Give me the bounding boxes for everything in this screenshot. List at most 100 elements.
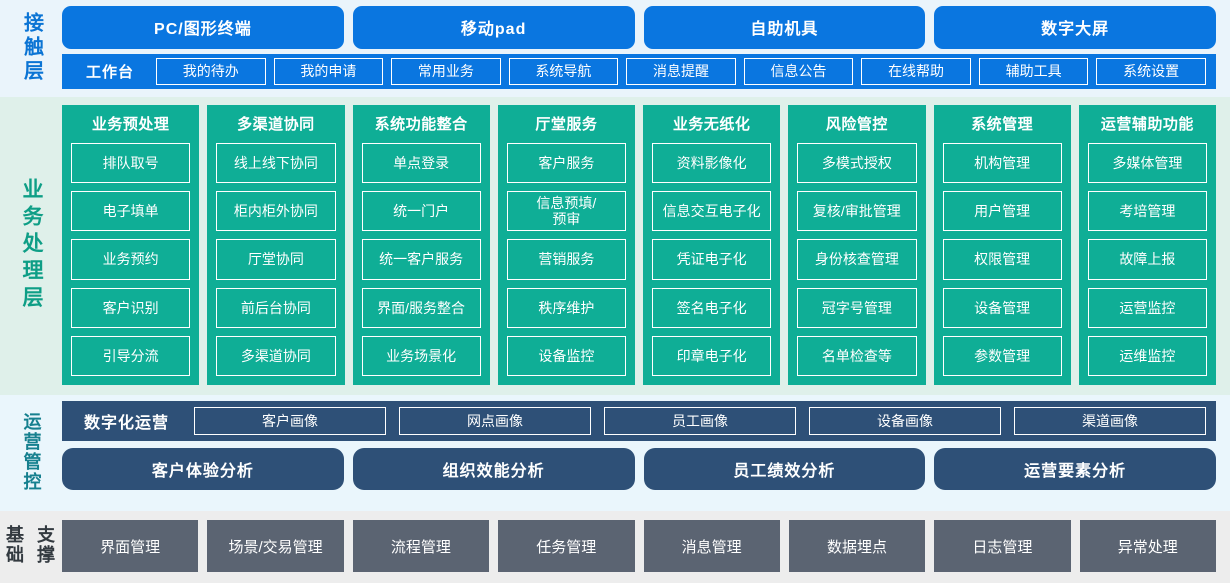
business-item-in-out-counter-collab[interactable]: 柜内柜外协同: [216, 191, 336, 232]
analysis-card-operation-factors[interactable]: 运营要素分析: [934, 448, 1216, 490]
layer-foundation-label-line1: 基础: [6, 525, 25, 565]
business-item-signature-digital[interactable]: 签名电子化: [652, 287, 772, 328]
foundation-item-ui-management-label: 界面管理: [100, 538, 161, 556]
foundation-item-data-tracking[interactable]: 数据埋点: [788, 520, 926, 572]
channel-card-mobile-pad[interactable]: 移动pad: [352, 6, 635, 49]
channel-card-pc[interactable]: PC/图形终端: [62, 6, 344, 49]
business-column-risk-control-title: 风险管控: [825, 116, 888, 133]
profile-chip-employee[interactable]: 员工画像: [604, 407, 797, 435]
business-item-unified-portal[interactable]: 统一门户: [361, 191, 481, 232]
business-item-e-form[interactable]: 电子填单: [71, 191, 191, 232]
business-item-queue-ticket[interactable]: 排队取号: [71, 143, 191, 184]
foundation-item-log-management[interactable]: 日志管理: [934, 520, 1071, 572]
layer-operations-label: 运营管控: [0, 401, 62, 503]
business-item-customer-service[interactable]: 客户服务: [506, 143, 626, 184]
workbench-item-my-todo[interactable]: 我的待办: [156, 57, 266, 85]
profile-chip-device-label: 设备画像: [877, 413, 934, 429]
profile-chip-branch-label: 网点画像: [467, 413, 524, 429]
foundation-item-exception-handling[interactable]: 异常处理: [1079, 520, 1216, 572]
business-item-operation-monitor[interactable]: 运营监控: [1087, 287, 1207, 328]
digital-operations-strip: 数字化运营 客户画像 网点画像 员工画像 设备画像 渠道画像: [62, 401, 1216, 441]
business-item-serial-number-mgmt[interactable]: 冠字号管理: [797, 287, 917, 328]
business-item-multimode-authorization[interactable]: 多模式授权: [797, 143, 917, 184]
business-item-user-management[interactable]: 用户管理: [942, 191, 1062, 232]
analysis-card-employee-performance[interactable]: 员工绩效分析: [643, 448, 926, 490]
profile-chip-customer[interactable]: 客户画像: [194, 407, 387, 435]
business-item-voucher-digital[interactable]: 凭证电子化: [652, 239, 772, 280]
business-item-customer-identify[interactable]: 客户识别: [71, 287, 191, 328]
workbench-item-announcement-label: 信息公告: [770, 63, 827, 80]
analysis-card-org-efficiency[interactable]: 组织效能分析: [352, 448, 635, 490]
business-item-order-maintenance[interactable]: 秩序维护: [506, 287, 626, 328]
foundation-item-scenario-transaction[interactable]: 场景/交易管理: [207, 520, 344, 572]
layer-business: 业务处理层 业务预处理 排队取号 电子填单 业务预约 客户识别 引导分流 多渠道…: [0, 97, 1230, 395]
foundation-item-ui-management[interactable]: 界面管理: [62, 520, 199, 572]
workbench-item-system-settings[interactable]: 系统设置: [1096, 57, 1206, 85]
business-item-multichannel-collab[interactable]: 多渠道协同: [216, 335, 336, 377]
business-column-operation-support-items: 多媒体管理 考培管理 故障上报 运营监控 运维监控: [1087, 143, 1207, 377]
business-item-seal-digital[interactable]: 印章电子化: [652, 335, 772, 377]
business-column-multichannel: 多渠道协同 线上线下协同 柜内柜外协同 厅堂协同 前后台协同 多渠道协同: [207, 105, 345, 385]
business-item-marketing-service[interactable]: 营销服务: [506, 239, 626, 280]
foundation-item-process-management[interactable]: 流程管理: [352, 520, 490, 572]
business-item-single-sign-on[interactable]: 单点登录: [361, 143, 481, 184]
business-item-review-approval[interactable]: 复核/审批管理: [797, 191, 917, 232]
business-column-operation-support-title: 运营辅助功能: [1100, 116, 1194, 133]
foundation-item-exception-handling-label: 异常处理: [1117, 538, 1178, 556]
profile-chip-branch[interactable]: 网点画像: [399, 407, 592, 435]
business-item-org-management[interactable]: 机构管理: [942, 143, 1062, 184]
business-column-system-integration-items: 单点登录 统一门户 统一客户服务 界面/服务整合 业务场景化: [361, 143, 481, 377]
business-item-front-back-collab[interactable]: 前后台协同: [216, 287, 336, 328]
business-item-appointment[interactable]: 业务预约: [71, 239, 191, 280]
business-item-multimedia-management[interactable]: 多媒体管理: [1087, 143, 1207, 184]
business-item-watchlist-check[interactable]: 名单检查等: [797, 335, 917, 377]
business-column-lobby-service-title: 厅堂服务: [535, 116, 598, 133]
workbench-item-system-nav[interactable]: 系统导航: [508, 57, 619, 85]
business-item-document-imaging[interactable]: 资料影像化: [652, 143, 772, 184]
workbench-item-aux-tools-label: 辅助工具: [1005, 63, 1062, 80]
foundation-item-scenario-transaction-label: 场景/交易管理: [228, 538, 323, 556]
foundation-item-message-management[interactable]: 消息管理: [643, 520, 780, 572]
business-item-guide-diversion[interactable]: 引导分流: [71, 335, 191, 377]
business-item-training-management[interactable]: 考培管理: [1087, 191, 1207, 232]
profile-chip-channel-label: 渠道画像: [1082, 413, 1139, 429]
business-item-maintenance-monitor[interactable]: 运维监控: [1087, 335, 1207, 377]
workbench-title: 工作台: [86, 63, 135, 81]
business-item-device-monitor[interactable]: 设备监控: [506, 335, 626, 377]
business-column-pre-processing: 业务预处理 排队取号 电子填单 业务预约 客户识别 引导分流: [62, 105, 200, 385]
business-item-ui-service-integration[interactable]: 界面/服务整合: [361, 287, 481, 328]
business-item-online-offline-collab[interactable]: 线上线下协同: [216, 143, 336, 184]
business-item-unified-customer-service[interactable]: 统一客户服务: [361, 239, 481, 280]
workbench-item-online-help-label: 在线帮助: [888, 63, 945, 80]
business-item-lobby-collab[interactable]: 厅堂协同: [216, 239, 336, 280]
business-item-permission-management[interactable]: 权限管理: [942, 239, 1062, 280]
analysis-card-customer-experience[interactable]: 客户体验分析: [62, 448, 344, 490]
workbench-item-system-nav-label: 系统导航: [535, 63, 592, 80]
business-item-parameter-management[interactable]: 参数管理: [942, 335, 1062, 377]
layer-foundation-label-line2: 支撑: [37, 525, 56, 565]
business-item-business-scenario[interactable]: 业务场景化: [361, 335, 481, 377]
workbench-item-announcement[interactable]: 信息公告: [743, 57, 854, 85]
business-column-paperless-items: 资料影像化 信息交互电子化 凭证电子化 签名电子化 印章电子化: [652, 143, 772, 377]
layer-business-label-text: 业务处理层: [20, 177, 44, 313]
layer-operations-label-text: 运营管控: [21, 412, 42, 492]
channel-card-self-service[interactable]: 自助机具: [643, 6, 926, 49]
profile-chip-channel[interactable]: 渠道画像: [1014, 407, 1207, 435]
business-item-device-management[interactable]: 设备管理: [942, 287, 1062, 328]
foundation-item-task-management[interactable]: 任务管理: [498, 520, 635, 572]
workbench-item-common-business[interactable]: 常用业务: [391, 57, 501, 85]
layer-business-label: 业务处理层: [0, 105, 62, 385]
business-item-identity-verification[interactable]: 身份核查管理: [797, 239, 917, 280]
analysis-card-customer-experience-label: 客户体验分析: [151, 463, 254, 480]
layer-foundation: 基础 支撑 界面管理 场景/交易管理 流程管理 任务管理 消息管理: [0, 511, 1230, 583]
channel-card-digital-screen[interactable]: 数字大屏: [934, 6, 1216, 49]
profile-chip-device[interactable]: 设备画像: [809, 407, 1002, 435]
channel-card-mobile-pad-label: 移动pad: [460, 21, 527, 39]
workbench-item-my-application[interactable]: 我的申请: [273, 57, 384, 85]
business-item-info-exchange-digital[interactable]: 信息交互电子化: [652, 191, 772, 232]
business-item-info-prefill-prereview[interactable]: 信息预填/ 预审: [506, 191, 626, 232]
workbench-item-aux-tools[interactable]: 辅助工具: [978, 57, 1089, 85]
business-item-fault-reporting[interactable]: 故障上报: [1087, 239, 1207, 280]
workbench-item-message-alert[interactable]: 消息提醒: [626, 57, 736, 85]
workbench-item-online-help[interactable]: 在线帮助: [861, 57, 971, 85]
